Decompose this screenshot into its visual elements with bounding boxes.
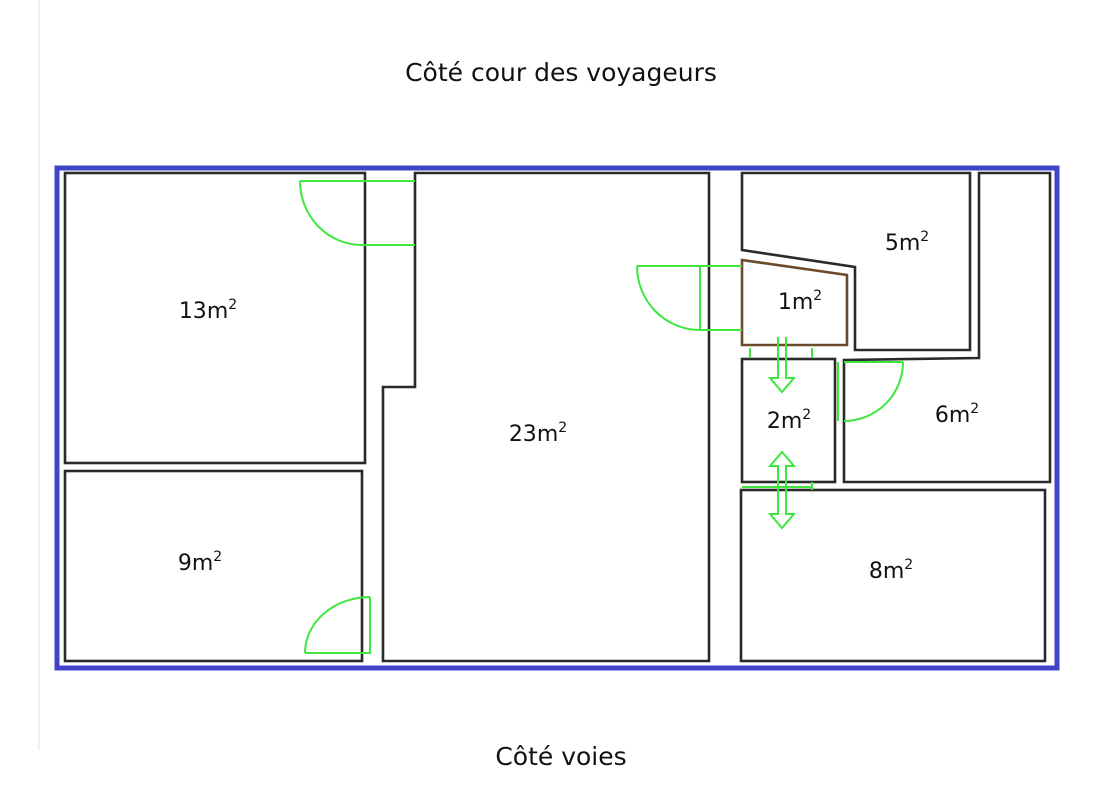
arrow-down-icon xyxy=(767,337,797,394)
room-8 xyxy=(739,488,1047,663)
room-13 xyxy=(63,171,367,465)
outer-wall xyxy=(54,165,1060,671)
room-label-1: 1m2 xyxy=(778,288,822,315)
room-label-23: 23m2 xyxy=(509,420,567,447)
door-1 xyxy=(636,265,742,331)
room-label-9: 9m2 xyxy=(178,549,222,576)
room-label-2: 2m2 xyxy=(767,407,811,434)
room-5 xyxy=(740,171,972,352)
door-9-bottom xyxy=(304,596,371,654)
door-6 xyxy=(742,348,904,490)
room-9 xyxy=(63,469,364,663)
room-label-8: 8m2 xyxy=(869,557,913,584)
room-label-13: 13m2 xyxy=(179,297,237,324)
door-13-top xyxy=(299,180,415,246)
room-2 xyxy=(740,357,837,484)
room-label-6: 6m2 xyxy=(935,401,979,428)
footer-tracks-side: Côté voies xyxy=(495,742,627,771)
title-courtyard-side: Côté cour des voyageurs xyxy=(405,58,717,87)
double-arrow-icon xyxy=(767,450,797,530)
room-23 xyxy=(381,171,711,663)
room-1 xyxy=(740,258,849,347)
page-edge xyxy=(38,0,40,750)
room-6 xyxy=(842,171,1052,484)
room-label-5: 5m2 xyxy=(885,229,929,256)
